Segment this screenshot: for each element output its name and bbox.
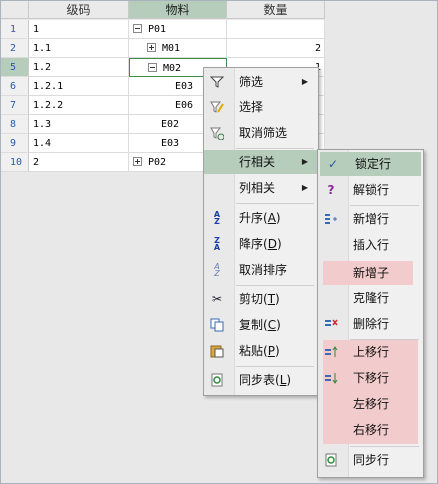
row-number[interactable]: 6 <box>1 77 29 96</box>
submenu-arrow-icon: ▶ <box>301 157 308 166</box>
menu-item-cut[interactable]: ✂ 剪切(T) <box>211 292 280 306</box>
clear-filter-icon <box>210 126 225 141</box>
checkmark-icon: ✓ <box>327 157 339 171</box>
row-number[interactable]: 8 <box>1 115 29 134</box>
menu-item-col-related[interactable]: 列相关 ▶ <box>204 176 318 200</box>
menu-item-move-up[interactable]: 上移行 <box>318 340 423 364</box>
menu-item-move-down[interactable]: 下移行 <box>318 366 423 390</box>
item-label: E03 <box>161 138 180 149</box>
item-label: E03 <box>175 81 194 92</box>
cell-code[interactable]: 1.2.2 <box>29 96 129 115</box>
cell-code[interactable]: 1 <box>29 20 129 39</box>
menu-item-unlock-row[interactable]: ? 解锁行 <box>318 178 423 202</box>
cell-code[interactable]: 1.1 <box>29 39 129 58</box>
select-wand-icon <box>210 100 224 114</box>
scissors-icon: ✂ <box>211 292 223 306</box>
question-icon: ? <box>327 183 335 197</box>
column-header-item[interactable]: 物料 <box>129 1 227 19</box>
move-up-icon <box>324 345 338 359</box>
row-number[interactable]: 10 <box>1 153 29 172</box>
menu-item-row-related[interactable]: 行相关 ▶ <box>204 150 318 174</box>
menu-item-copy[interactable]: 复制(C) <box>204 313 318 337</box>
item-label: E02 <box>161 119 180 130</box>
row-number[interactable]: 5 <box>1 58 29 77</box>
cell-item[interactable]: M02 <box>129 58 227 77</box>
cell-code[interactable]: 1.3 <box>29 115 129 134</box>
menu-item-filter[interactable]: 筛选 ▶ <box>204 70 318 94</box>
collapse-icon[interactable] <box>133 23 142 33</box>
menu-item-move-right[interactable]: 右移行 <box>353 423 390 437</box>
menu-item-lock-row[interactable]: ✓ 锁定行 <box>320 152 421 176</box>
sync-row-icon <box>324 453 338 467</box>
submenu-arrow-icon: ▶ <box>301 183 308 192</box>
menu-item-sync-table[interactable]: 同步表(L) <box>204 368 318 392</box>
menu-item-new-row[interactable]: 新增行 <box>318 207 423 231</box>
menu-item-new-child[interactable]: 新增子 <box>323 261 413 285</box>
menu-item-select[interactable]: 选择 <box>204 95 318 119</box>
cell-code[interactable]: 2 <box>29 153 129 172</box>
paste-icon <box>210 344 224 358</box>
row-number[interactable]: 7 <box>1 96 29 115</box>
move-down-icon <box>324 371 338 385</box>
row-number[interactable]: 9 <box>1 134 29 153</box>
item-label: P01 <box>148 24 167 35</box>
sync-table-icon <box>210 373 224 387</box>
cell-code[interactable]: 1.4 <box>29 134 129 153</box>
menu-item-unfilter[interactable]: 取消筛选 <box>204 121 318 145</box>
item-label: M01 <box>162 43 181 54</box>
delete-row-icon <box>324 317 338 331</box>
cell-qty[interactable] <box>227 20 325 39</box>
column-header-qty[interactable]: 数量 <box>227 1 325 19</box>
funnel-icon <box>209 75 225 89</box>
cell-qty[interactable]: 2 <box>227 39 325 58</box>
submenu-arrow-icon: ▶ <box>301 77 308 86</box>
cell-code[interactable]: 1.2 <box>29 58 129 77</box>
move-group <box>323 340 418 444</box>
item-label: E06 <box>175 100 194 111</box>
menu-item-move-left[interactable]: 左移行 <box>353 397 390 411</box>
row-submenu: ✓ 锁定行 ? 解锁行 新增行 插入行 新增子 克隆行 删除行 上移行 下移行 … <box>317 149 424 478</box>
menu-item-clone-row[interactable]: 克隆行 <box>353 291 390 305</box>
cell-code[interactable]: 1.2.1 <box>29 77 129 96</box>
item-label: P02 <box>148 157 167 168</box>
menu-item-paste[interactable]: 粘贴(P) <box>204 339 318 363</box>
cell-item[interactable]: P01 <box>129 20 227 39</box>
cell-item[interactable]: P02 <box>129 153 227 172</box>
collapse-icon[interactable] <box>148 62 157 72</box>
menu-item-sync-row[interactable]: 同步行 <box>318 448 423 472</box>
expand-icon[interactable] <box>133 156 142 166</box>
cell-item[interactable]: M01 <box>129 39 227 58</box>
menu-item-delete-row[interactable]: 删除行 <box>318 312 423 336</box>
expand-icon[interactable] <box>147 42 156 52</box>
add-row-icon <box>324 212 338 226</box>
item-label: M02 <box>163 63 182 74</box>
column-header-code[interactable]: 级码 <box>29 1 129 19</box>
menu-item-insert-row[interactable]: 插入行 <box>353 238 390 252</box>
row-number[interactable]: 2 <box>1 39 29 58</box>
row-number[interactable]: 1 <box>1 20 29 39</box>
corner-header[interactable] <box>1 1 29 19</box>
copy-icon <box>210 318 224 332</box>
